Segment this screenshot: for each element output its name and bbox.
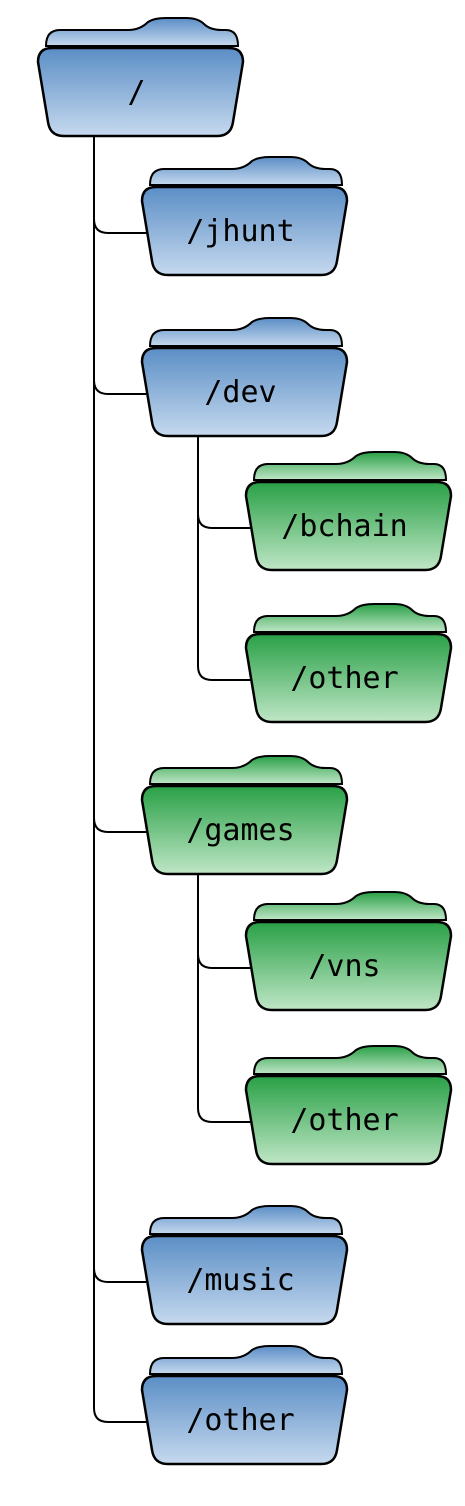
folder-label: /jhunt <box>186 214 294 249</box>
connector-line <box>93 136 148 395</box>
folder-label: / <box>127 75 145 110</box>
folder-icon <box>36 46 245 138</box>
connector-line <box>93 136 148 1283</box>
folder-games: /games <box>140 755 349 876</box>
folder-dev: /dev <box>140 317 349 438</box>
folder-icon <box>244 920 453 1012</box>
tree-connectors <box>93 136 252 1423</box>
folder-label: /other <box>290 1103 398 1138</box>
connector-line <box>93 136 148 833</box>
connector-line <box>197 874 252 969</box>
folder-other: /other <box>244 1045 453 1166</box>
folder-tab-icon <box>44 17 240 47</box>
folder-icon <box>244 480 453 572</box>
connector-line <box>197 436 252 529</box>
folder-icon <box>244 1074 453 1166</box>
folder-label: /bchain <box>281 509 407 544</box>
folder-tab-icon <box>148 1345 344 1375</box>
folder-root: / <box>36 17 245 138</box>
folder-vns: /vns <box>244 891 453 1012</box>
folder-tab-icon <box>252 451 448 481</box>
folder-label: /other <box>290 661 398 696</box>
folder-jhunt: /jhunt <box>140 156 349 277</box>
folder-icon <box>244 632 453 724</box>
connector-line <box>93 136 148 234</box>
folder-tab-icon <box>252 603 448 633</box>
connector-line <box>197 436 252 681</box>
connector-line <box>197 874 252 1123</box>
folder-label: /other <box>186 1403 294 1438</box>
folder-tab-icon <box>148 156 344 186</box>
folder-icon <box>140 1374 349 1466</box>
folder-tab-icon <box>252 1045 448 1075</box>
folder-other: /other <box>244 603 453 724</box>
folder-tab-icon <box>148 755 344 785</box>
folder-label: /vns <box>308 949 380 984</box>
folder-nodes: / /jhunt/dev/bchain/other/games/vns/other… <box>36 17 453 1466</box>
folder-label: /games <box>186 813 294 848</box>
folder-bchain: /bchain <box>244 451 453 572</box>
folder-other: /other <box>140 1345 349 1466</box>
folder-icon <box>140 784 349 876</box>
folder-icon <box>140 185 349 277</box>
folder-music: /music <box>140 1205 349 1326</box>
folder-label: /dev <box>204 375 276 410</box>
folder-icon <box>140 346 349 438</box>
folder-label: /music <box>186 1263 294 1298</box>
folder-tab-icon <box>148 1205 344 1235</box>
folder-tab-icon <box>252 891 448 921</box>
folder-tab-icon <box>148 317 344 347</box>
connector-line <box>93 136 148 1423</box>
folder-icon <box>140 1234 349 1326</box>
